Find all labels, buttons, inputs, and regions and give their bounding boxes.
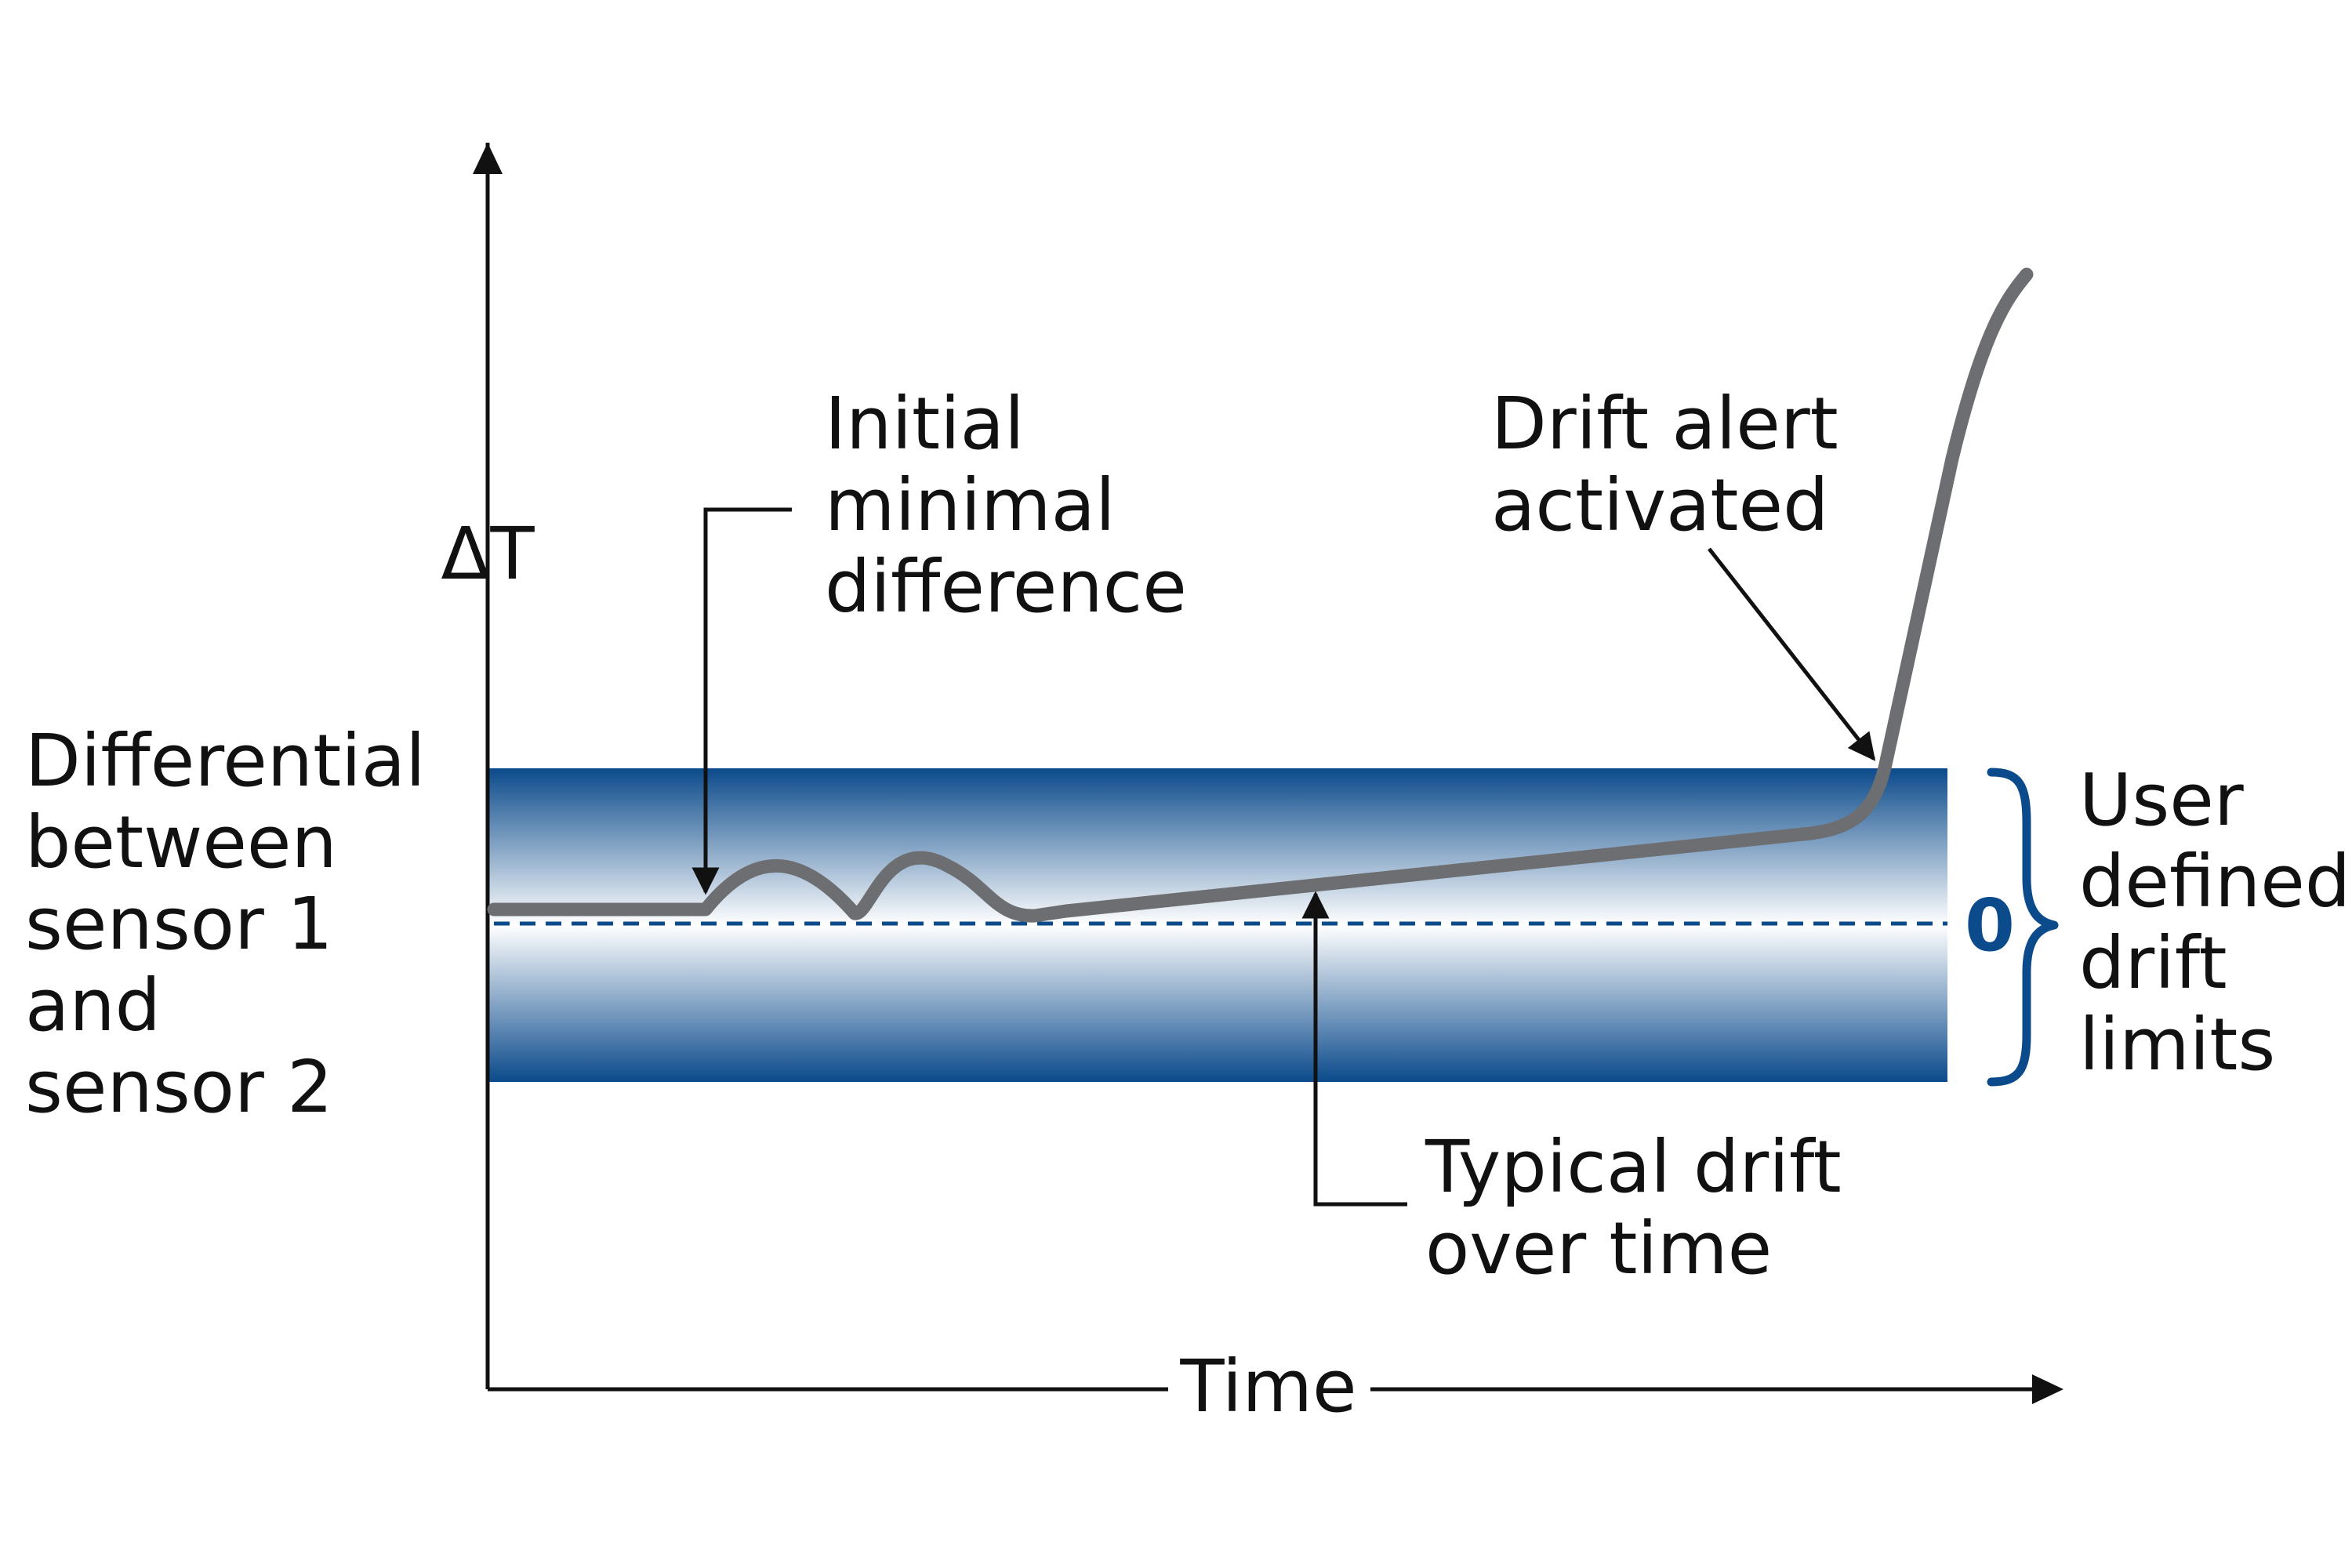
drift-limits-label: User defined drift limits: [2079, 758, 2352, 1087]
initial-difference-callout: Initial minimal difference: [825, 382, 1187, 629]
drift-limits-brace: [1987, 768, 2059, 1087]
zero-label: 0: [1965, 884, 2015, 967]
typical-drift-line-1: Typical drift: [1425, 1125, 1842, 1209]
typical-drift-line-2: over time: [1425, 1207, 1772, 1290]
differential-signal-curve: [487, 267, 2034, 923]
drift-alert-line-1: Drift alert: [1491, 382, 1838, 466]
y-axis-arrowhead: [473, 143, 503, 174]
y-axis-description-line-4: and: [25, 964, 161, 1047]
y-axis-symbol: ΔT: [441, 512, 535, 596]
initial-callout-line-2: minimal: [825, 463, 1116, 547]
initial-callout-line-1: Initial: [825, 382, 1025, 466]
x-axis-label: Time: [1179, 1345, 1356, 1428]
initial-difference-leader: [691, 507, 792, 895]
y-axis-description-line-5: sensor 2: [25, 1045, 333, 1129]
drift-alert-callout: Drift alert activated: [1491, 382, 1861, 547]
y-axis-description-line-1: Differential: [25, 719, 426, 803]
typical-drift-callout: Typical drift over time: [1425, 1125, 1864, 1290]
y-axis-description-line-2: between: [25, 800, 337, 884]
drift-alert-leader: [1708, 547, 1876, 761]
drift-limits-line-2: defined: [2079, 840, 2350, 924]
drift-limits-line-4: limits: [2079, 1003, 2275, 1087]
drift-limits-line-1: User: [2079, 758, 2244, 842]
typical-drift-leader: [1301, 891, 1407, 1207]
y-axis-description-line-3: sensor 1: [25, 882, 333, 966]
initial-callout-line-3: difference: [825, 545, 1187, 629]
x-axis-arrowhead: [2032, 1374, 2063, 1404]
drift-limits-line-3: drift: [2079, 921, 2227, 1005]
drift-alert-line-2: activated: [1491, 463, 1829, 547]
y-axis-description: Differential between sensor 1 and sensor…: [25, 719, 448, 1129]
